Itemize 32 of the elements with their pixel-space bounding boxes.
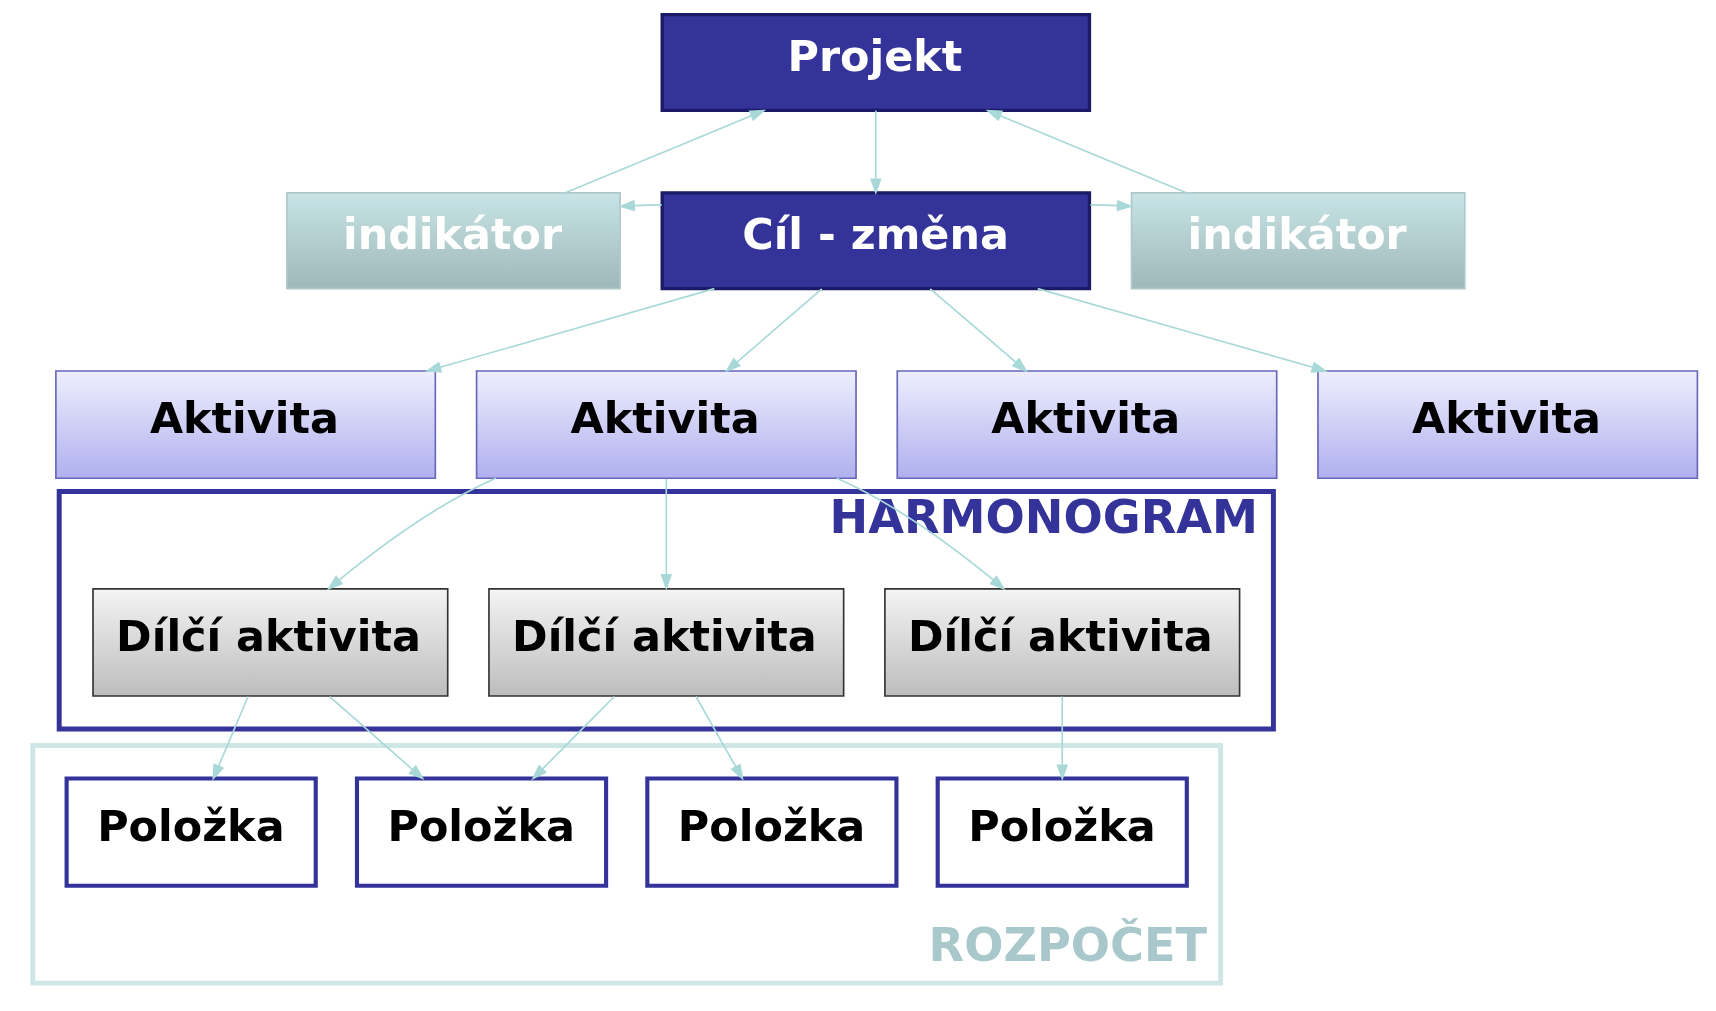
arrow <box>835 477 1006 591</box>
arrow <box>1088 199 1133 212</box>
arrow <box>328 695 424 781</box>
node-box: Cíl - změna <box>660 191 1091 291</box>
node-box: Položka <box>935 776 1189 888</box>
arrow <box>660 477 672 591</box>
arrow <box>1036 287 1328 373</box>
node-box: Aktivita <box>54 370 436 480</box>
node-box: Dílčí aktivita <box>487 588 844 697</box>
arrow <box>869 109 882 195</box>
arrow <box>1055 695 1068 781</box>
arrow <box>211 695 249 781</box>
arrow <box>424 287 715 373</box>
node-box: Aktivita <box>1316 370 1698 480</box>
arrow <box>985 109 1187 194</box>
node-box: Aktivita <box>895 370 1278 480</box>
node-box: Dílčí aktivita <box>91 588 449 697</box>
node-box: indikátor <box>285 192 621 290</box>
node-box: indikátor <box>1130 192 1466 290</box>
node-box: Položka <box>64 776 318 888</box>
arrow <box>617 199 663 212</box>
arrow <box>530 695 615 781</box>
node-box: Položka <box>644 776 898 888</box>
node-box: Aktivita <box>475 370 857 480</box>
arrow <box>724 288 823 373</box>
arrow <box>928 288 1028 373</box>
arrow <box>694 695 744 781</box>
node-box: Projekt <box>660 13 1091 113</box>
arrow <box>326 477 497 591</box>
arrow <box>564 109 766 194</box>
node-box: Dílčí aktivita <box>883 588 1240 697</box>
node-box: Položka <box>354 776 608 888</box>
